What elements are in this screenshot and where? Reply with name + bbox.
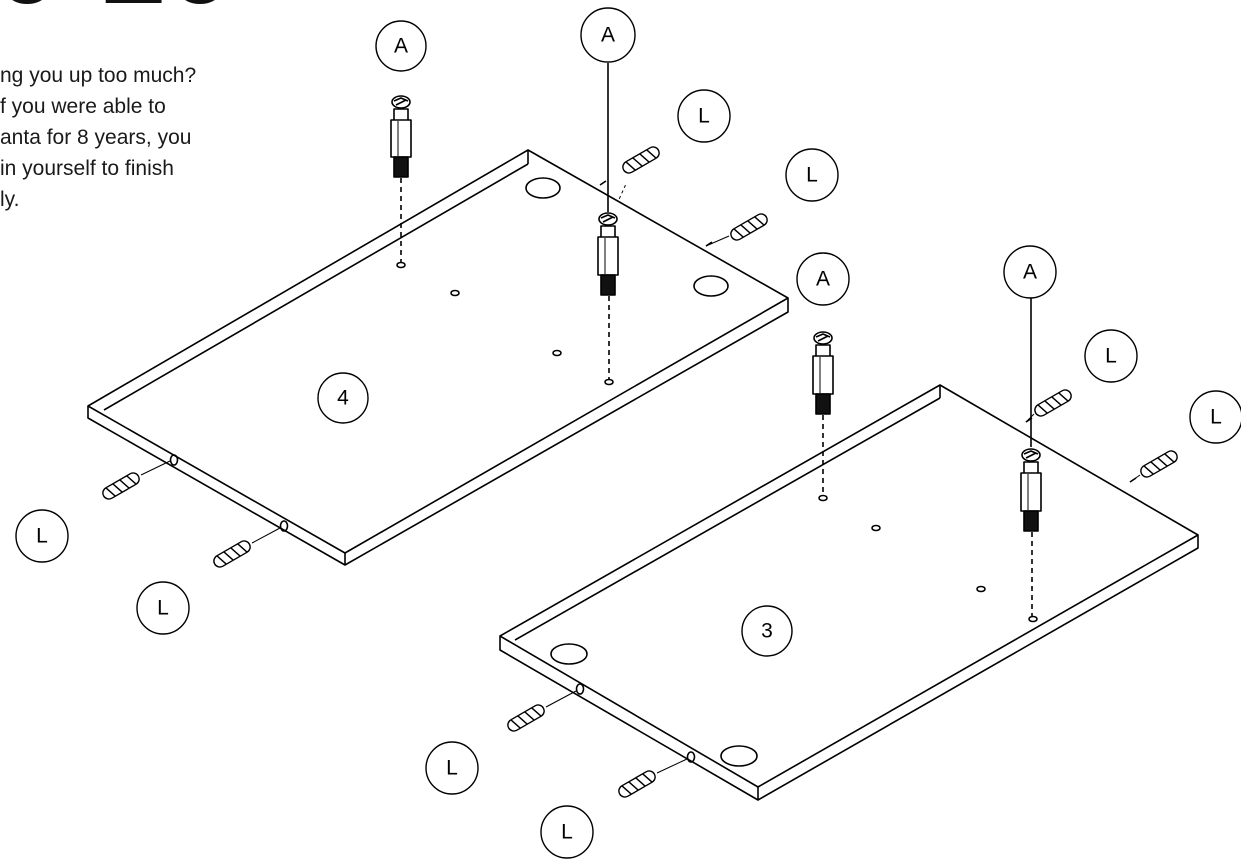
dowel bbox=[730, 213, 768, 241]
callout-text: A bbox=[816, 268, 830, 291]
callout-a: A bbox=[580, 7, 636, 63]
callout-a: A bbox=[1003, 245, 1057, 299]
cam-bolt bbox=[1020, 296, 1042, 616]
dowel bbox=[1034, 389, 1072, 417]
panel-3-label-text: 3 bbox=[761, 620, 773, 643]
callout-text: A bbox=[601, 24, 615, 47]
callout-text: L bbox=[1105, 345, 1117, 368]
panel-3 bbox=[499, 384, 1199, 801]
callout-text: L bbox=[36, 525, 48, 548]
callout-text: L bbox=[561, 821, 573, 844]
callout-text: L bbox=[806, 164, 818, 187]
panel-4-label: 4 bbox=[317, 372, 369, 424]
cam-bolt bbox=[597, 63, 619, 379]
dowel bbox=[618, 770, 656, 798]
panel-3-label: 3 bbox=[741, 605, 793, 657]
cam-bolt bbox=[812, 331, 834, 495]
instruction-line: in yourself to finish bbox=[0, 157, 174, 180]
panel-4-label-text: 4 bbox=[337, 387, 349, 410]
callout-l: L bbox=[1084, 329, 1138, 383]
instruction-line: anta for 8 years, you bbox=[0, 126, 192, 149]
callout-l: L bbox=[677, 89, 731, 143]
dowel bbox=[102, 472, 140, 500]
callout-a: A bbox=[375, 20, 427, 72]
callout-l: L bbox=[540, 805, 594, 859]
callout-l: L bbox=[425, 741, 479, 795]
panel-4 bbox=[87, 149, 789, 566]
callout-a: A bbox=[796, 252, 850, 306]
dowel bbox=[507, 704, 545, 732]
dowel bbox=[617, 146, 660, 201]
cam-recess bbox=[720, 745, 758, 767]
callout-l: L bbox=[136, 581, 190, 635]
cam-recess bbox=[550, 643, 588, 665]
callout-text: A bbox=[1023, 261, 1037, 284]
instruction-line: ly. bbox=[0, 188, 20, 211]
callout-l: L bbox=[785, 148, 839, 202]
callout-text: L bbox=[1210, 406, 1222, 429]
callout-l: L bbox=[15, 509, 69, 563]
cam-recess bbox=[525, 177, 561, 199]
instruction-line: ng you up too much? bbox=[0, 64, 197, 87]
step-number: 0 10 bbox=[0, 0, 236, 22]
instruction-line: f you were able to bbox=[0, 95, 166, 118]
callout-text: L bbox=[698, 105, 710, 128]
callout-text: A bbox=[394, 35, 408, 58]
callout-text: L bbox=[446, 757, 458, 780]
cam-bolt bbox=[390, 95, 412, 262]
callout-text: L bbox=[157, 597, 169, 620]
dowel bbox=[213, 540, 251, 568]
cam-recess bbox=[693, 275, 729, 297]
dowel bbox=[1140, 450, 1178, 478]
instruction-text: ng you up too much? f you were able to a… bbox=[0, 60, 290, 215]
callout-l: L bbox=[1189, 390, 1241, 444]
